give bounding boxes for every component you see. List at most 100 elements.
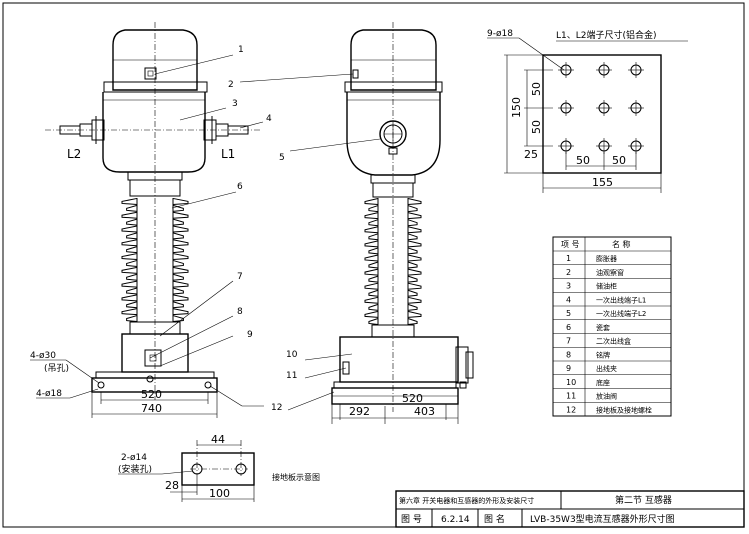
shed-left [121, 253, 138, 261]
parts-table-row-no: 3 [566, 282, 571, 291]
shed-left [368, 317, 379, 325]
ground-hole-note: 2-ø14 [121, 453, 147, 463]
ground-plate-detail: 44 2-ø14 (安装孔) 28 100 接地板示意图 [118, 433, 320, 502]
oil-conservator-side [346, 92, 441, 176]
outlet-clamp-side [455, 346, 469, 384]
base-top-side [333, 381, 457, 389]
callout-2: 2 [228, 80, 234, 90]
parts-table-row-no: 10 [566, 378, 576, 387]
shed-right [172, 204, 184, 212]
shed-left [121, 239, 138, 247]
title-block-fig-no-label: 图 号 [401, 514, 422, 525]
parts-table-row-name: 瓷套 [596, 323, 610, 332]
shed-left [126, 259, 138, 267]
ground-hole-note-sub: (安装孔) [118, 463, 152, 475]
neck-side [372, 182, 414, 198]
callout-11: 11 [286, 371, 297, 381]
parts-table-row-name: 一次出线端子L1 [596, 295, 646, 304]
dim-28: 28 [165, 479, 179, 492]
callout-12: 12 [271, 403, 282, 413]
parts-table-row-name: 出线夹 [596, 364, 617, 373]
hole-note-lifting-sub: (吊孔) [44, 363, 69, 374]
terminal-plate-outline [542, 54, 662, 174]
parts-table-row-no: 4 [566, 295, 571, 304]
ground-plate-outline [181, 452, 255, 486]
shed-left [368, 233, 379, 241]
shed-left [121, 294, 138, 302]
shed-right [407, 303, 418, 311]
parts-table-row-name: 铭牌 [596, 350, 610, 359]
shed-right [172, 218, 184, 226]
drain-valve-side [342, 361, 350, 375]
shed-left [126, 246, 138, 254]
title-block-fig-name-label: 图 名 [484, 513, 505, 525]
shed-right [172, 225, 189, 233]
shed-right [172, 301, 184, 309]
callout-10: 10 [286, 350, 298, 360]
parts-table-row-name: 二次出线盒 [596, 337, 631, 346]
shed-right [407, 254, 422, 262]
expander-dome-front [112, 29, 198, 91]
shed-left [126, 204, 138, 212]
dim-50-col2: 50 [612, 154, 626, 167]
shed-right [172, 287, 184, 295]
oil-window-front [144, 67, 157, 80]
callout-8: 8 [237, 307, 243, 317]
shed-right [172, 239, 189, 247]
hole-note-mounting: 4-ø18 [36, 389, 62, 399]
hole-note-lifting: 4-ø30 [30, 351, 56, 361]
dim-740-front: 740 [141, 402, 162, 415]
parts-table-row-no: 12 [566, 405, 576, 414]
parts-table-row-no: 8 [566, 350, 571, 359]
shed-right [407, 268, 422, 276]
shed-left [121, 197, 138, 205]
dim-155: 155 [592, 176, 613, 189]
shed-right [407, 261, 418, 269]
shed-left [364, 226, 379, 234]
shed-left [364, 296, 379, 304]
parts-table-row-name: 储油柜 [596, 282, 617, 291]
shed-right [172, 273, 184, 281]
callout-1: 1 [238, 45, 244, 55]
shed-left [368, 219, 379, 227]
shed-right [172, 266, 189, 274]
porcelain-bushing-side [364, 198, 422, 325]
shed-left [121, 225, 138, 233]
callout-9: 9 [247, 330, 253, 340]
shed-left [368, 205, 379, 213]
parts-table-row-no: 5 [566, 309, 571, 318]
parts-table-row-name: 油观察窗 [596, 268, 624, 277]
shed-left [121, 308, 138, 316]
lifting-hole-left [97, 381, 105, 389]
shed-right [172, 246, 184, 254]
callout-7: 7 [237, 272, 243, 282]
terminal-plate-detail: 9-ø18 L1、L2端子尺寸(铝合金) 150 50 50 25 50 50 … [487, 29, 688, 193]
parts-table-row-no: 6 [566, 323, 571, 332]
shed-right [407, 310, 422, 318]
shed-right [407, 240, 422, 248]
shed-right [172, 253, 189, 261]
oil-conservator-front [102, 92, 206, 173]
callout-6: 6 [237, 182, 243, 192]
parts-table-row-no: 9 [566, 364, 571, 373]
parts-table-row-no: 11 [566, 392, 576, 401]
shed-right [407, 212, 422, 220]
title-block-fig-name: LVB-35W3型电流互感器外形尺寸图 [530, 513, 675, 525]
shed-right [172, 197, 189, 205]
parts-table-row-name: 底座 [596, 378, 610, 387]
title-block-fig-no: 6.2.14 [441, 515, 470, 525]
side-view: 520 292 403 [239, 22, 474, 424]
parts-table-header-no: 项 号 [561, 240, 580, 249]
shed-left [126, 218, 138, 226]
base-front [91, 377, 218, 393]
neck-front [129, 179, 181, 197]
shed-right [172, 232, 184, 240]
shed-right [407, 282, 422, 290]
dim-25: 25 [524, 148, 538, 161]
shed-left [126, 301, 138, 309]
dim-292-side: 292 [349, 405, 370, 418]
shed-right [172, 259, 184, 267]
